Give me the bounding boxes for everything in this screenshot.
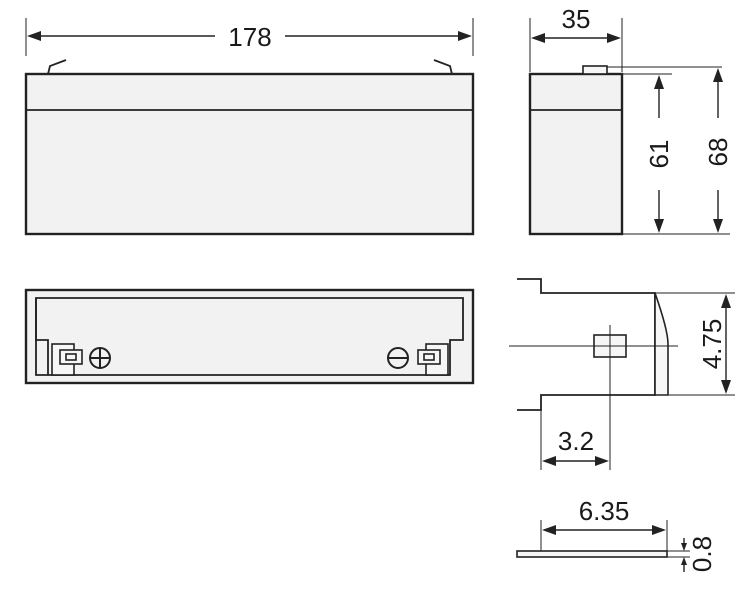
width-dimension: 35 <box>529 4 623 72</box>
top-view-body <box>24 288 475 385</box>
case-height-label: 61 <box>644 140 674 169</box>
front-view-body <box>24 72 475 236</box>
case-height-dimension: 61 <box>644 75 674 233</box>
negative-terminal-icon <box>387 347 409 369</box>
terminal-offset-dimension: 3.2 <box>542 426 609 466</box>
front-left-tab <box>47 59 67 75</box>
top-view <box>24 288 475 385</box>
length-label: 178 <box>228 22 271 52</box>
positive-terminal-icon <box>89 347 111 369</box>
terminal-plate <box>516 550 668 558</box>
front-right-tab <box>433 59 453 75</box>
front-view <box>24 59 475 236</box>
terminal-width-dimension: 4.75 <box>697 294 731 394</box>
terminal-thickness-dimension: 0.8 <box>681 536 717 572</box>
terminal-thickness-label: 0.8 <box>687 536 717 572</box>
terminal-length-dimension: 6.35 <box>542 496 666 535</box>
terminal-detail <box>509 278 735 470</box>
total-height-dimension: 68 <box>703 68 733 233</box>
side-view-terminal <box>582 65 608 75</box>
width-label: 35 <box>562 4 591 34</box>
terminal-length-label: 6.35 <box>579 496 630 526</box>
side-view-body <box>528 72 624 236</box>
total-height-label: 68 <box>703 138 733 167</box>
terminal-plate-detail <box>516 520 690 558</box>
side-view <box>528 65 730 236</box>
terminal-offset-label: 3.2 <box>558 426 594 456</box>
length-dimension: 178 <box>25 18 474 56</box>
terminal-width-label: 4.75 <box>697 319 727 370</box>
